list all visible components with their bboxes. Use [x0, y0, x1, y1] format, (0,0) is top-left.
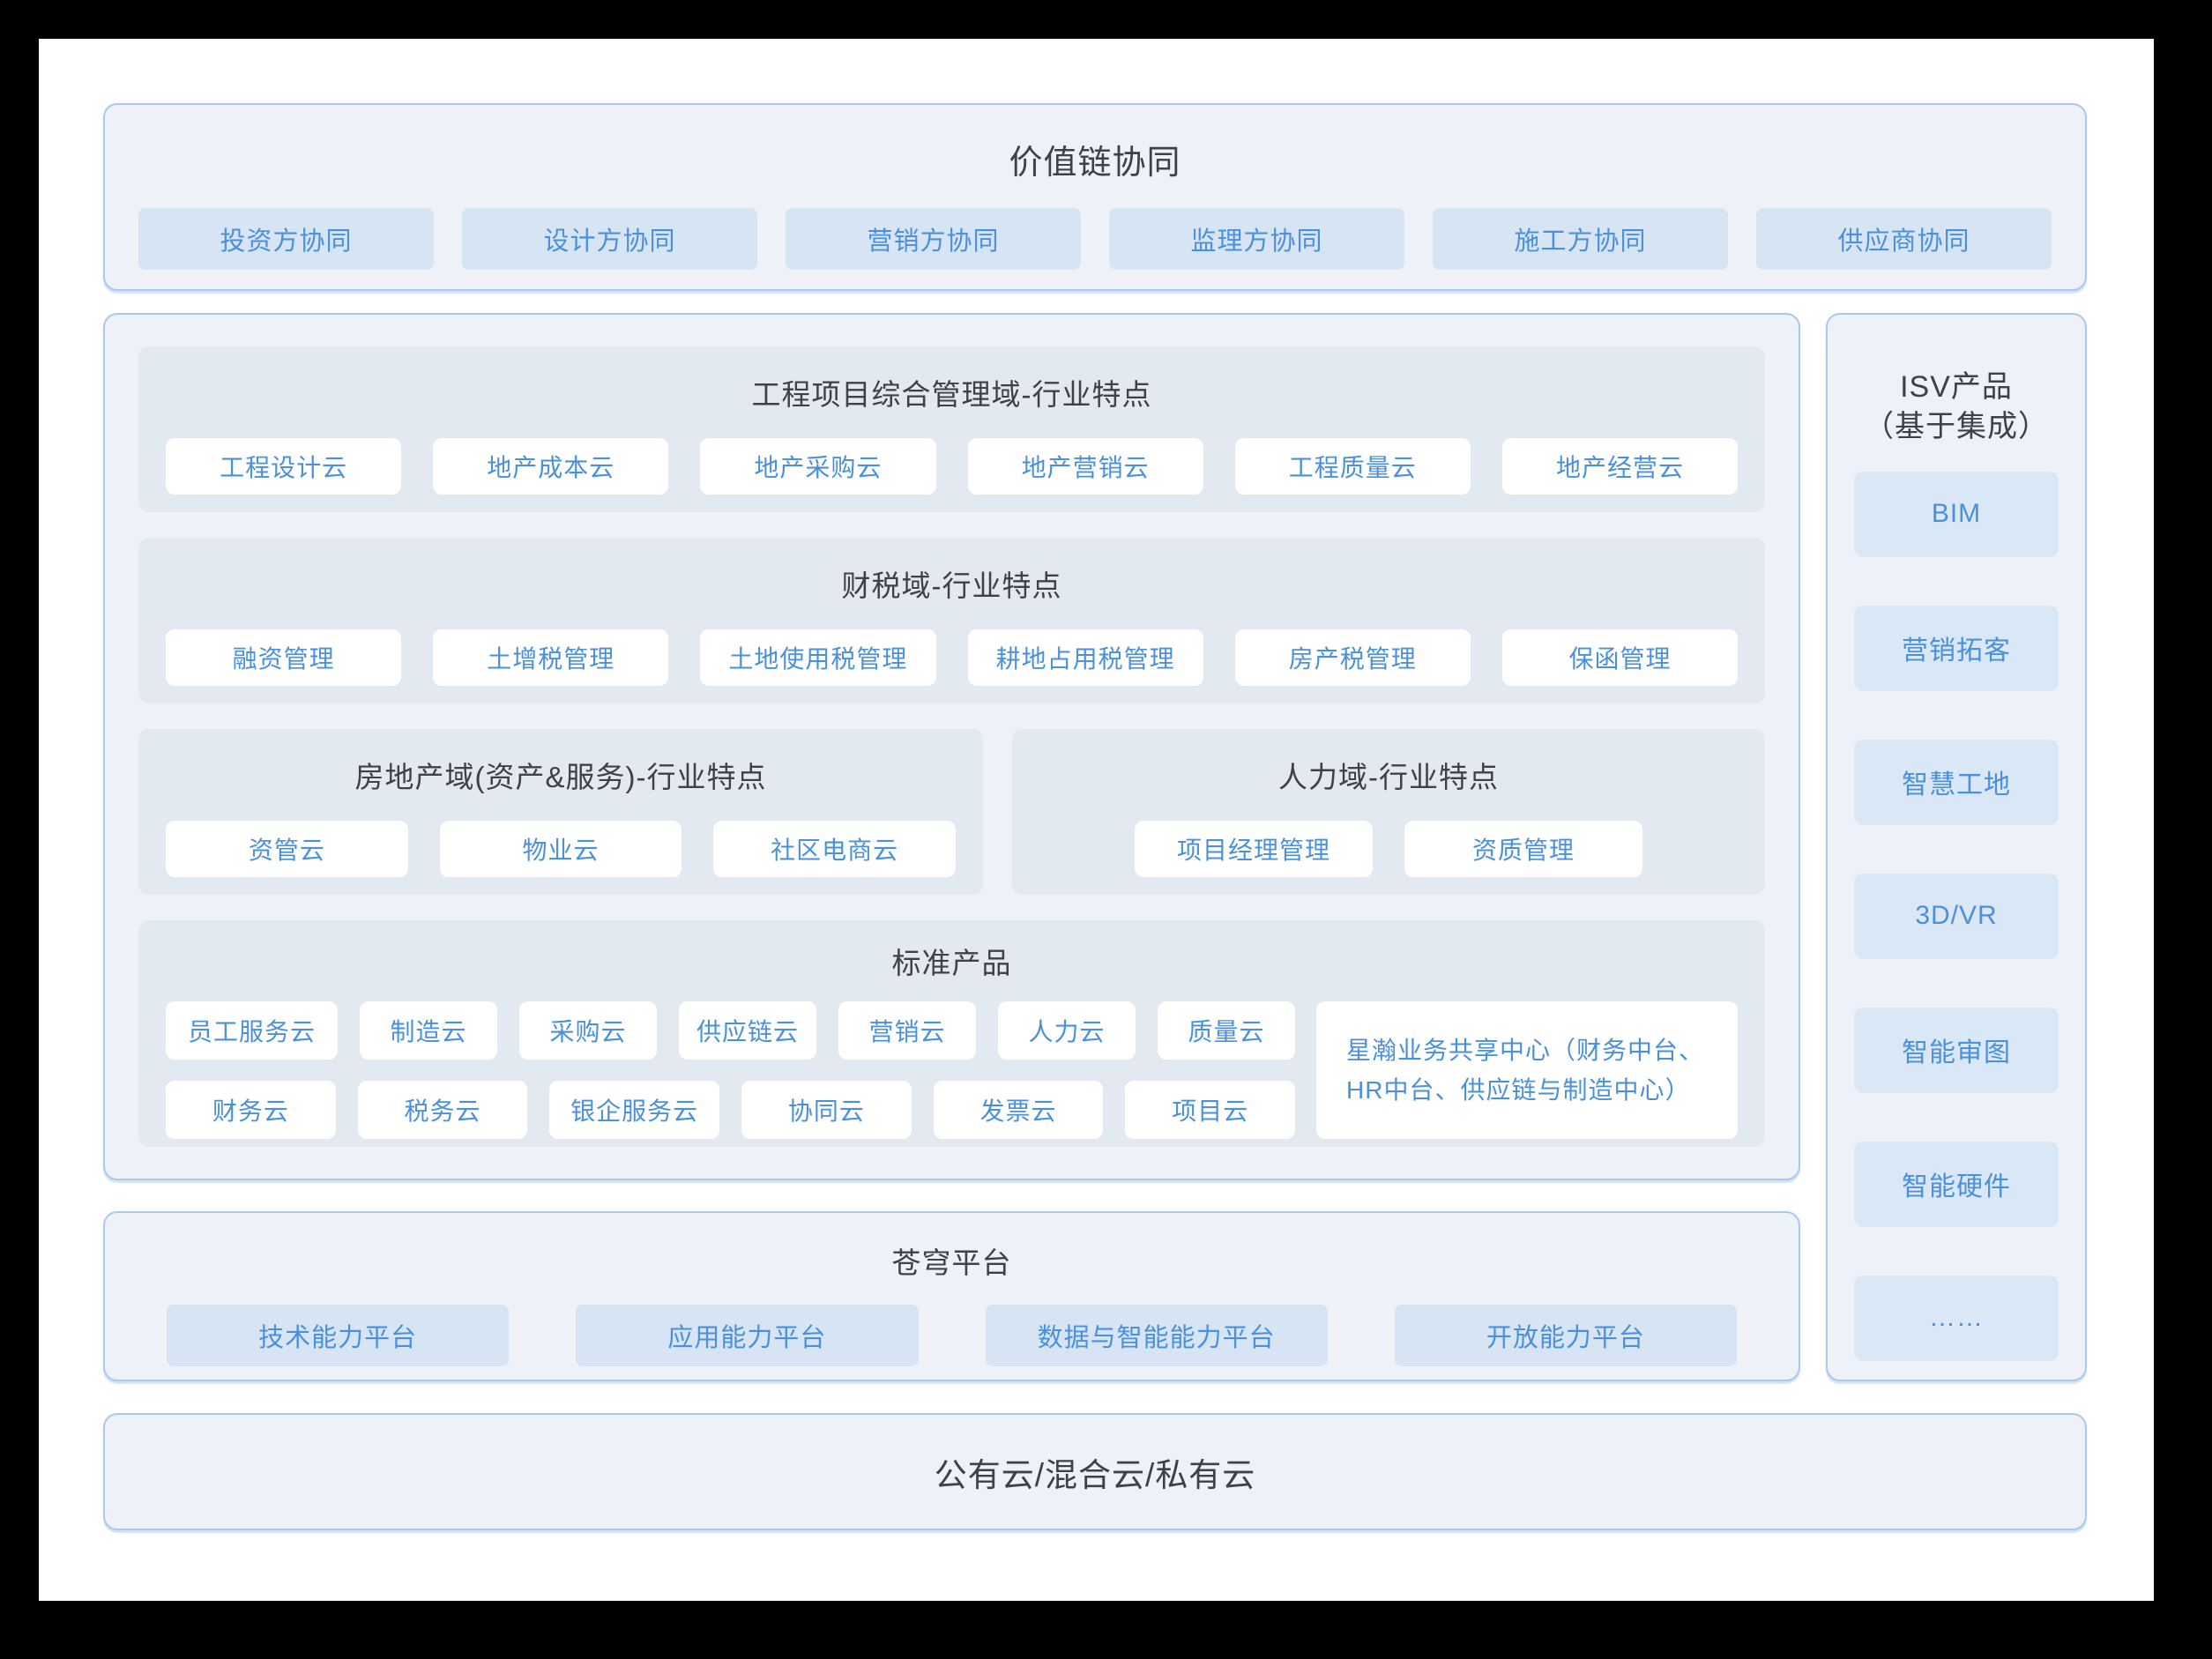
- finance-tax-domain-title: 财税域-行业特点: [841, 569, 1062, 602]
- standard-products-panel: 标准产品 员工服务云 制造云 采购云 供应链云 营销云 人力云 质量云 财务云 …: [138, 920, 1765, 1147]
- card-project-cloud: 项目云: [1125, 1081, 1296, 1139]
- card-asset-management-cloud: 资管云: [166, 821, 408, 877]
- diagram-canvas: 价值链协同 投资方协同 设计方协同 营销方协同 监理方协同 施工方协同 供应商协…: [39, 39, 2154, 1601]
- value-chain-item-designer: 设计方协同: [462, 208, 757, 270]
- finance-tax-cards: 融资管理 土增税管理 土地使用税管理 耕地占用税管理 房产税管理 保函管理: [138, 629, 1765, 686]
- card-guarantee-management: 保函管理: [1501, 629, 1739, 686]
- isv-item-3d-vr: 3D/VR: [1854, 873, 2059, 959]
- realestate-cards: 资管云 物业云 社区电商云: [138, 821, 983, 877]
- card-collaboration-cloud: 协同云: [741, 1081, 912, 1139]
- platform-item-technology-capability: 技术能力平台: [167, 1305, 510, 1366]
- platform-item-data-intelligence-capability: 数据与智能能力平台: [985, 1305, 1328, 1366]
- platform-item-application-capability: 应用能力平台: [576, 1305, 919, 1366]
- card-supply-chain-cloud: 供应链云: [679, 1001, 816, 1060]
- project-management-domain-title: 工程项目综合管理域-行业特点: [751, 378, 1152, 411]
- isv-item-bim: BIM: [1854, 471, 2059, 557]
- card-xinghan-shared-service-center: 星瀚业务共享中心（财务中台、HR中台、供应链与制造中心）: [1316, 1001, 1738, 1139]
- platform-item-open-capability: 开放能力平台: [1394, 1305, 1737, 1366]
- value-chain-item-investor: 投资方协同: [138, 208, 434, 270]
- card-realestate-operation-cloud: 地产经营云: [1501, 438, 1739, 495]
- cangqiong-platform-section: 苍穹平台 技术能力平台 应用能力平台 数据与智能能力平台 开放能力平台: [103, 1211, 1800, 1381]
- card-invoice-cloud: 发票云: [933, 1081, 1104, 1139]
- card-hr-cloud: 人力云: [998, 1001, 1136, 1060]
- isv-products-list: BIM 营销拓客 智慧工地 3D/VR 智能审图 智能硬件 ……: [1854, 471, 2059, 1361]
- isv-item-smart-site: 智慧工地: [1854, 739, 2059, 825]
- card-land-appreciation-tax: 土增税管理: [433, 629, 669, 686]
- realestate-domain-title: 房地产域(资产&服务)-行业特点: [354, 761, 767, 793]
- cloud-deployment-section: 公有云/混合云/私有云: [103, 1413, 2087, 1530]
- value-chain-item-marketing: 营销方协同: [786, 208, 1081, 270]
- project-management-domain-panel: 工程项目综合管理域-行业特点 工程设计云 地产成本云 地产采购云 地产营销云 工…: [138, 346, 1765, 512]
- isv-products-section: ISV产品 （基于集成） BIM 营销拓客 智慧工地 3D/VR 智能审图 智能…: [1826, 313, 2087, 1381]
- cloud-deployment-title: 公有云/混合云/私有云: [934, 1456, 1256, 1493]
- industry-domains-section: 工程项目综合管理域-行业特点 工程设计云 地产成本云 地产采购云 地产营销云 工…: [103, 313, 1800, 1180]
- isv-item-marketing-leads: 营销拓客: [1854, 605, 2059, 691]
- isv-item-smart-drawing-review: 智能审图: [1854, 1007, 2059, 1093]
- finance-tax-domain-panel: 财税域-行业特点 融资管理 土增税管理 土地使用税管理 耕地占用税管理 房产税管…: [138, 538, 1765, 703]
- card-financing-management: 融资管理: [166, 629, 402, 686]
- card-engineering-quality-cloud: 工程质量云: [1234, 438, 1471, 495]
- standard-products-body: 员工服务云 制造云 采购云 供应链云 营销云 人力云 质量云 财务云 税务云 银…: [138, 1001, 1765, 1139]
- isv-products-title-line2: （基于集成）: [1864, 409, 2049, 443]
- card-property-service-cloud: 物业云: [439, 821, 682, 877]
- standard-products-row-2: 财务云 税务云 银企服务云 协同云 发票云 项目云: [166, 1081, 1296, 1139]
- card-realestate-procurement-cloud: 地产采购云: [700, 438, 936, 495]
- value-chain-item-constructor: 施工方协同: [1433, 208, 1728, 270]
- hr-domain-title: 人力域-行业特点: [1278, 761, 1499, 793]
- card-engineering-design-cloud: 工程设计云: [166, 438, 402, 495]
- card-realestate-cost-cloud: 地产成本云: [433, 438, 669, 495]
- card-community-ecommerce-cloud: 社区电商云: [713, 821, 957, 877]
- card-bank-enterprise-service-cloud: 银企服务云: [549, 1081, 720, 1139]
- cangqiong-platform-row: 技术能力平台 应用能力平台 数据与智能能力平台 开放能力平台: [105, 1305, 1799, 1366]
- card-finance-cloud: 财务云: [166, 1081, 336, 1139]
- value-chain-item-supervisor: 监理方协同: [1109, 208, 1404, 270]
- hr-domain-panel: 人力域-行业特点 项目经理管理 资质管理: [1012, 729, 1765, 895]
- domain-pair-row: 房地产域(资产&服务)-行业特点 资管云 物业云 社区电商云 人力域-行业特点 …: [138, 729, 1765, 895]
- card-manufacturing-cloud: 制造云: [360, 1001, 497, 1060]
- standard-products-grid: 员工服务云 制造云 采购云 供应链云 营销云 人力云 质量云 财务云 税务云 银…: [166, 1001, 1296, 1139]
- isv-products-title-line1: ISV产品: [1900, 370, 2013, 404]
- isv-products-title: ISV产品 （基于集成）: [1854, 368, 2059, 447]
- card-quality-cloud: 质量云: [1158, 1001, 1295, 1060]
- isv-item-more-ellipsis: ……: [1854, 1275, 2059, 1361]
- project-management-cards: 工程设计云 地产成本云 地产采购云 地产营销云 工程质量云 地产经营云: [138, 438, 1765, 495]
- value-chain-item-supplier: 供应商协同: [1756, 208, 2052, 270]
- standard-products-row-1: 员工服务云 制造云 采购云 供应链云 营销云 人力云 质量云: [166, 1001, 1295, 1060]
- card-farmland-occupation-tax: 耕地占用税管理: [967, 629, 1203, 686]
- value-chain-title: 价值链协同: [1009, 145, 1181, 182]
- value-chain-section: 价值链协同 投资方协同 设计方协同 营销方协同 监理方协同 施工方协同 供应商协…: [103, 103, 2087, 291]
- realestate-domain-panel: 房地产域(资产&服务)-行业特点 资管云 物业云 社区电商云: [138, 729, 983, 895]
- card-qualification-management: 资质管理: [1404, 821, 1642, 877]
- card-procurement-cloud: 采购云: [519, 1001, 657, 1060]
- card-land-use-tax: 土地使用税管理: [700, 629, 936, 686]
- card-property-tax: 房产税管理: [1234, 629, 1471, 686]
- card-realestate-marketing-cloud: 地产营销云: [967, 438, 1203, 495]
- card-marketing-cloud: 营销云: [838, 1001, 976, 1060]
- card-employee-service-cloud: 员工服务云: [166, 1001, 338, 1060]
- value-chain-row: 投资方协同 设计方协同 营销方协同 监理方协同 施工方协同 供应商协同: [105, 208, 2085, 270]
- hr-cards: 项目经理管理 资质管理: [1012, 821, 1765, 877]
- standard-products-title: 标准产品: [891, 947, 1012, 979]
- cangqiong-platform-title: 苍穹平台: [891, 1246, 1012, 1279]
- card-tax-cloud: 税务云: [357, 1081, 528, 1139]
- isv-item-smart-hardware: 智能硬件: [1854, 1141, 2059, 1227]
- card-project-manager-management: 项目经理管理: [1135, 821, 1373, 877]
